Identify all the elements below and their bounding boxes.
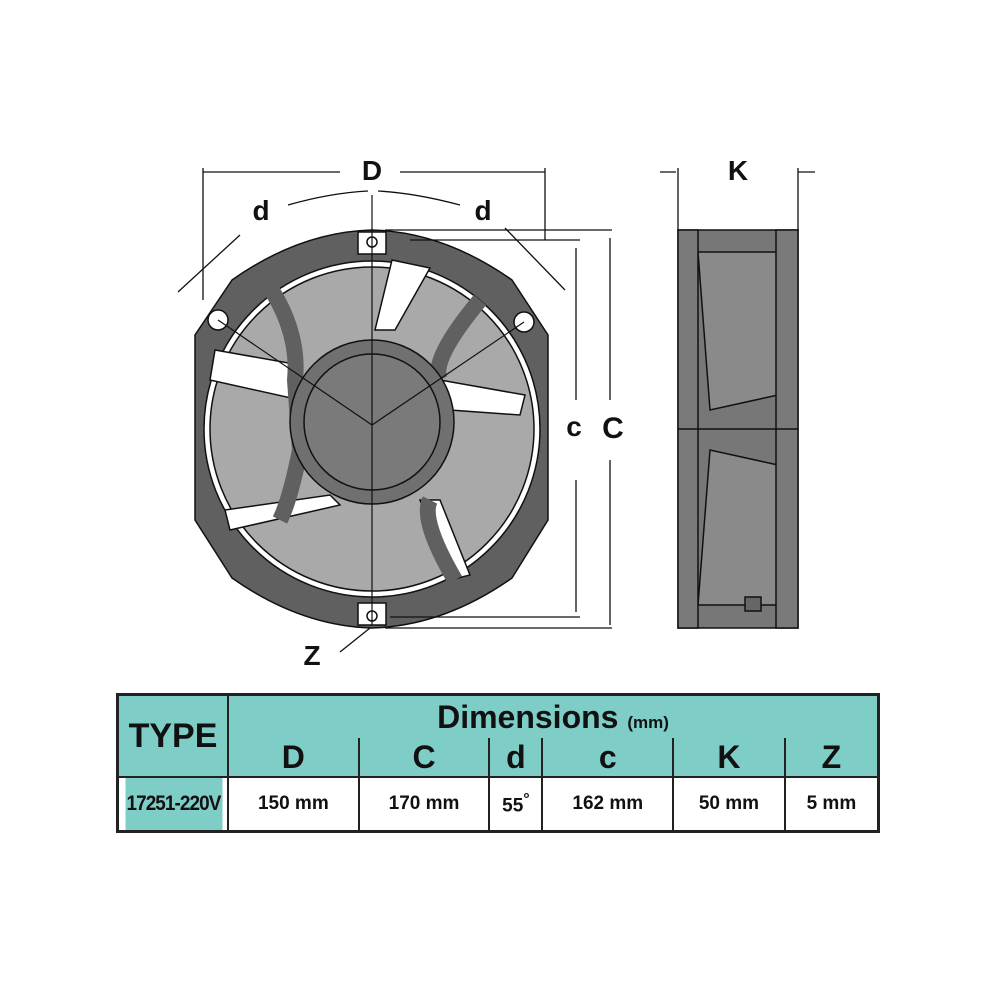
label-d-right: d [474, 195, 491, 226]
col-d: d [488, 738, 544, 778]
table-row: 17251-220V 150 mm 170 mm 55° 162 mm 50 m… [118, 776, 880, 833]
fan-front-view [194, 195, 549, 629]
unit-label: (mm) [627, 712, 669, 732]
label-C: C [602, 412, 624, 445]
col-c: c [541, 738, 675, 778]
label-d-left: d [252, 195, 269, 226]
value-D: 150 mm [227, 776, 360, 833]
label-c: c [566, 411, 582, 442]
label-Z: Z [303, 640, 320, 671]
value-c: 162 mm [541, 776, 675, 833]
dimension-lines [177, 168, 815, 653]
col-C: C [357, 738, 491, 778]
value-d-number: 55 [502, 795, 524, 817]
type-header: TYPE [116, 693, 229, 778]
col-D: D [227, 738, 360, 778]
label-D: D [362, 155, 382, 186]
model-cell: 17251-220V [122, 776, 224, 833]
fan-dimension-drawing: D d d c C K Z [177, 155, 815, 671]
dimensions-header: Dimensions (mm) [227, 693, 880, 738]
value-d: 55° [488, 776, 544, 833]
value-K: 50 mm [672, 776, 786, 833]
col-K: K [672, 738, 786, 778]
label-K: K [728, 155, 748, 186]
dimensions-title: Dimensions [437, 698, 619, 735]
value-Z: 5 mm [783, 776, 880, 833]
col-Z: Z [783, 738, 880, 778]
degree-symbol: ° [523, 790, 530, 808]
value-C: 170 mm [357, 776, 491, 833]
dimensions-table: TYPE Dimensions (mm) D C d c K Z 17251-2… [116, 693, 880, 833]
fan-side-view [677, 229, 799, 629]
